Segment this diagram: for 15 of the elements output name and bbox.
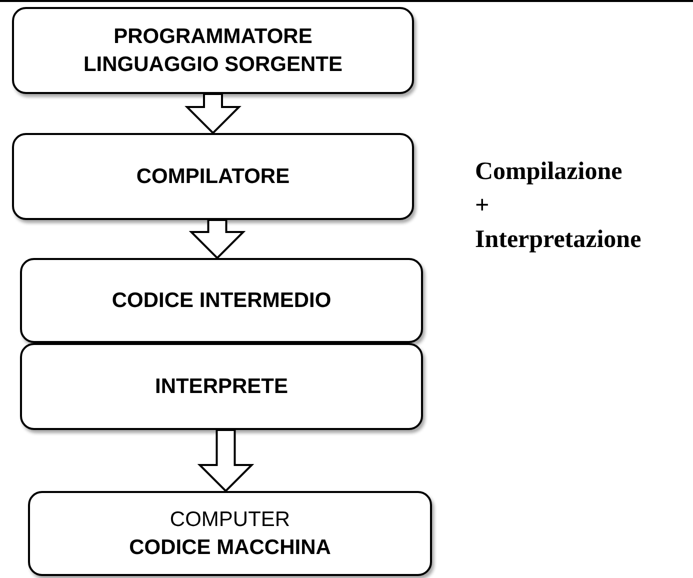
- process-box: [28, 491, 432, 576]
- box-label: CODICE INTERMEDIO: [110, 288, 332, 314]
- process-box: [20, 343, 423, 430]
- block-arrow: [197, 429, 254, 492]
- box-label: CODICE MACCHINA: [128, 534, 332, 560]
- box-label: PROGRAMMATORE LINGUAGGIO SORGENTE: [82, 24, 344, 78]
- box-label: COMPILATORE: [135, 164, 291, 190]
- box-label: COMPUTER: [168, 507, 292, 534]
- box-label: INTERPRETE: [154, 374, 289, 400]
- process-box: [20, 258, 423, 343]
- process-box: [12, 133, 414, 220]
- process-box: [12, 7, 414, 94]
- block-arrow: [184, 93, 242, 134]
- block-arrow: [188, 219, 246, 260]
- side-note: Compilazione + Interpretazione: [475, 157, 642, 254]
